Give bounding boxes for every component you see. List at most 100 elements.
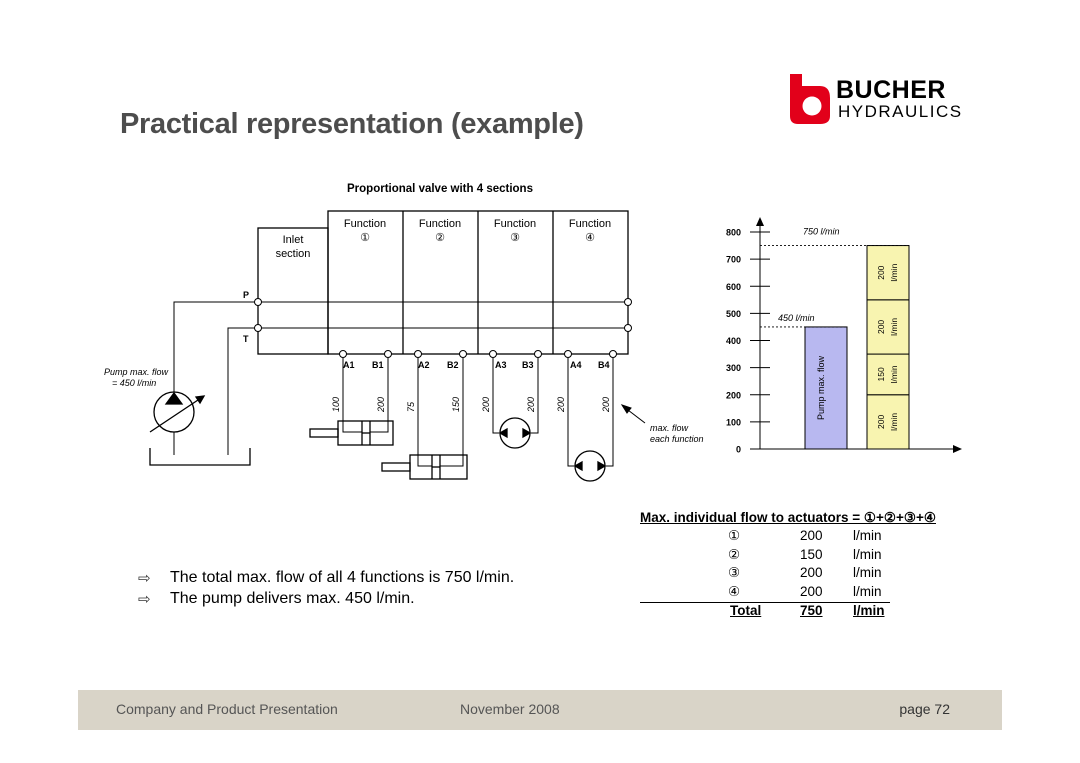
port-circles <box>339 350 617 358</box>
max-flow-arrow <box>620 404 646 424</box>
stack-segment-value: 200 <box>876 415 886 429</box>
pump-label-1: Pump max. flow <box>104 367 169 377</box>
flow-table-row: ③ 200 l/min <box>640 565 936 584</box>
actuator-lines <box>342 358 614 467</box>
hydraulic-motor-1-icon <box>498 417 532 449</box>
stack-segment <box>866 353 910 396</box>
hydraulic-diagram: Proportional valve with 4 sections Inlet… <box>104 183 962 482</box>
hydraulic-motor-2-icon <box>573 450 607 482</box>
port-b1: B1 <box>372 360 384 370</box>
stack-segment <box>866 245 910 301</box>
stack-segment-value: 200 <box>876 320 886 334</box>
flow-table-header: Max. individual flow to actuators = ①+②+… <box>640 510 936 525</box>
pump-bar-label: Pump max. flow <box>816 355 826 420</box>
annotation-750: 750 l/min <box>803 227 840 237</box>
footer-page-number: page 72 <box>899 701 950 717</box>
y-tick-label: 800 <box>726 228 741 238</box>
function-4-label: Function <box>569 218 611 230</box>
y-axis-arrow-icon <box>756 217 764 226</box>
stack-segment-unit: l/min <box>889 263 899 281</box>
port-labels: A1 B1 A2 B2 A3 B3 A4 B4 <box>343 360 610 370</box>
port-b3: B3 <box>522 360 534 370</box>
stack-segment-value: 200 <box>876 265 886 279</box>
stack-segment-value: 150 <box>876 367 886 381</box>
line-t-label: T <box>243 334 249 344</box>
annotation-450: 450 l/min <box>778 313 815 323</box>
flow-table-row: ① 200 l/min <box>640 528 936 547</box>
flow-table-row: ② 150 l/min <box>640 547 936 566</box>
port-a1: A1 <box>343 360 355 370</box>
row-num: ④ <box>728 583 741 599</box>
inlet-label-1: Inlet <box>283 234 304 246</box>
flow-b3: 200 <box>526 397 536 413</box>
y-tick-label: 600 <box>726 282 741 292</box>
row-unit: l/min <box>853 583 882 599</box>
flow-b1: 200 <box>376 397 386 413</box>
stack-segment-unit: l/min <box>889 365 899 383</box>
pump-icon <box>149 391 251 466</box>
pump-bar <box>804 326 848 450</box>
arrow-right-icon: ⇨ <box>138 569 151 587</box>
bullet-text: The pump delivers max. 450 l/min. <box>170 589 415 607</box>
flow-a3: 200 <box>481 397 491 413</box>
port-flow-values: 100 200 75 150 200 200 200 200 <box>331 397 611 413</box>
flow-a4: 200 <box>556 397 566 413</box>
flow-a2: 75 <box>406 401 416 412</box>
flow-table-total: Total 750 l/min <box>640 603 936 622</box>
logo-subtitle: HYDRAULICS <box>838 102 963 121</box>
row-unit: l/min <box>853 546 882 562</box>
y-tick-label: 700 <box>726 255 741 265</box>
inlet-label-2: section <box>276 248 311 260</box>
valve-body <box>257 210 629 355</box>
port-b2: B2 <box>447 360 459 370</box>
flow-b4: 200 <box>601 397 611 413</box>
y-tick-label: 200 <box>726 390 741 400</box>
total-value: 750 <box>800 603 823 618</box>
port-a3: A3 <box>495 360 507 370</box>
bucher-logo: BUCHER HYDRAULICS <box>786 72 971 128</box>
arrow-right-icon: ⇨ <box>138 590 151 608</box>
row-num: ① <box>728 528 741 543</box>
bullet-text: The total max. flow of all 4 functions i… <box>170 568 515 586</box>
stack-segment <box>866 299 910 355</box>
function-4-num: ④ <box>585 232 595 244</box>
stack-segment <box>866 394 910 450</box>
flow-table: Max. individual flow to actuators = ①+②+… <box>640 510 936 622</box>
footer-date: November 2008 <box>460 701 560 717</box>
total-label: Total <box>730 603 762 618</box>
flow-a1: 100 <box>331 397 341 412</box>
total-unit: l/min <box>853 603 885 618</box>
port-a4: A4 <box>570 360 582 370</box>
bullet-list: ⇨ The total max. flow of all 4 functions… <box>138 567 514 609</box>
pump-label-2: = 450 l/min <box>112 378 156 388</box>
stack-segment-unit: l/min <box>889 318 899 336</box>
row-value: 200 <box>800 528 823 543</box>
flow-table-row: ④ 200 l/min <box>640 583 890 603</box>
row-num: ② <box>728 546 741 562</box>
function-3-num: ③ <box>510 232 520 244</box>
logo-brand: BUCHER <box>836 76 946 104</box>
y-tick-label: 400 <box>726 336 741 346</box>
function-1-label: Function <box>344 218 386 230</box>
cylinder-1-icon <box>309 420 394 446</box>
function-1-num: ① <box>360 232 370 244</box>
flow-b2: 150 <box>451 397 461 412</box>
footer-company: Company and Product Presentation <box>116 701 338 717</box>
line-p-label: P <box>243 290 249 300</box>
row-value: 200 <box>800 565 823 580</box>
row-value: 200 <box>800 583 823 599</box>
row-unit: l/min <box>853 528 882 543</box>
function-2-label: Function <box>419 218 461 230</box>
max-flow-note-1: max. flow <box>650 423 689 433</box>
max-flow-note-2: each function <box>650 434 704 444</box>
stack-segment-unit: l/min <box>889 413 899 431</box>
port-b4: B4 <box>598 360 610 370</box>
x-axis-arrow-icon <box>953 445 962 453</box>
logo-mark-icon <box>790 74 830 124</box>
function-labels: Function ① Function ② Function ③ Functio… <box>344 218 611 244</box>
function-3-label: Function <box>494 218 536 230</box>
row-value: 150 <box>800 546 823 562</box>
cylinder-2-icon <box>381 454 468 480</box>
y-tick-label: 300 <box>726 363 741 373</box>
